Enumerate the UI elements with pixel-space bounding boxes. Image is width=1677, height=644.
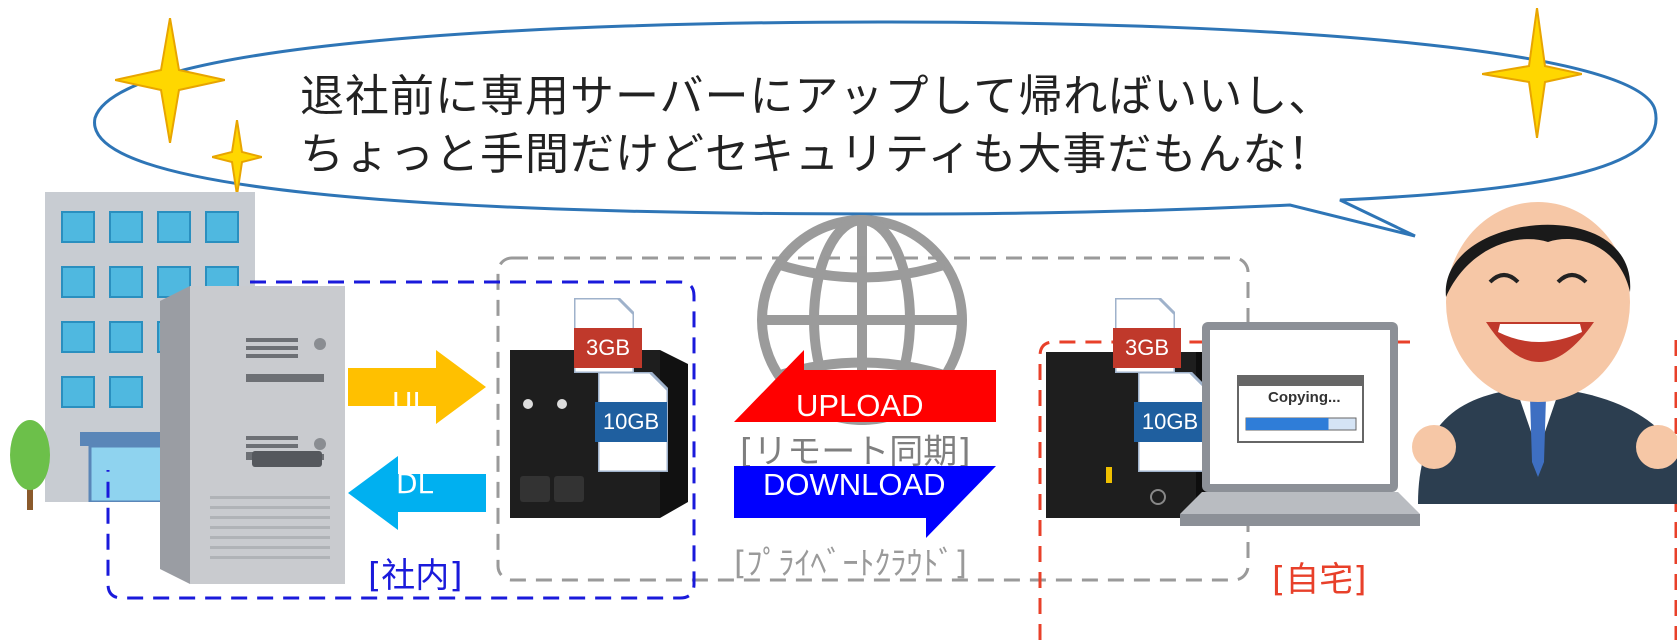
tower-server (160, 286, 345, 584)
file-tag-3gb: 3GB (574, 328, 642, 368)
download-arrow (734, 466, 996, 538)
copy-progress-fill (1246, 418, 1329, 430)
dl-label: DL (396, 467, 434, 500)
file-tag-10gb: 10GB (595, 402, 667, 442)
speech-line-2: ちょっと手間だけどセキュリティも大事だもんな！ (300, 129, 1333, 180)
dl-arrow (348, 456, 486, 530)
office-label: [社内] (368, 556, 463, 596)
upload-arrow (734, 350, 996, 422)
businessman-avatar (1412, 202, 1677, 504)
private-cloud-label: [ﾌﾟﾗｲﾍﾞｰﾄｸﾗｳﾄﾞ] (734, 544, 967, 582)
sparkle-icon (115, 18, 225, 143)
upload-label: UPLOAD (796, 388, 924, 423)
tree-icon (10, 420, 50, 510)
remote-sync-label: [リモート同期] (740, 432, 971, 472)
laptop-icon (1180, 322, 1420, 526)
home-border (1038, 340, 1677, 640)
sparkle-icon (1482, 8, 1582, 138)
ul-arrow (348, 350, 486, 424)
file-tag-3gb: 3GB (1113, 328, 1181, 368)
sparkle-icon (212, 120, 262, 195)
ul-label: UL (392, 386, 429, 419)
speech-text: 退社前に専用サーバーにアップして帰ればいいし、 ちょっと手間だけどセキュリティも… (300, 68, 1480, 184)
copying-label: Copying... (1268, 389, 1341, 406)
file-tag-10gb: 10GB (1134, 402, 1206, 442)
office-border (106, 280, 696, 600)
home-label: [自宅] (1272, 560, 1367, 600)
speech-line-1: 退社前に専用サーバーにアップして帰ればいいし、 (300, 71, 1334, 122)
download-label: DOWNLOAD (763, 467, 946, 502)
